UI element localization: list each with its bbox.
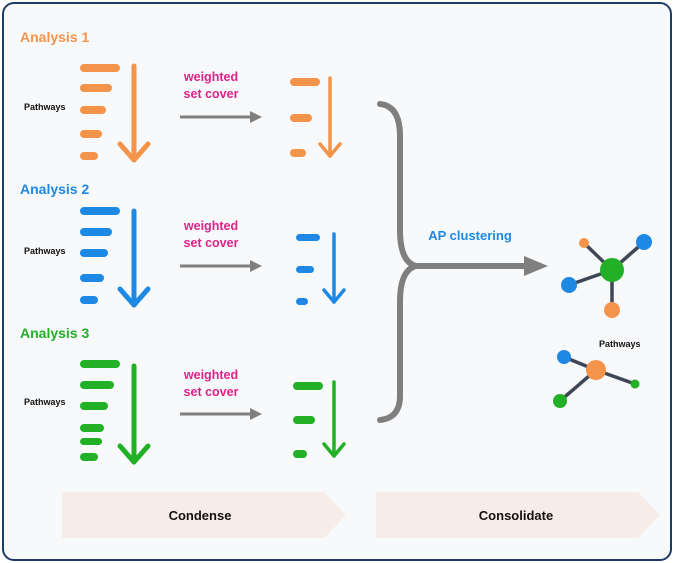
analysis-2-title: Analysis 2 xyxy=(20,181,89,197)
pathway-bar xyxy=(80,152,98,160)
pathway-bar xyxy=(290,149,306,157)
method-2-arrow xyxy=(180,260,262,272)
pathway-bar xyxy=(290,78,320,86)
analysis-3-reduced-bars xyxy=(293,382,323,458)
pathway-bar xyxy=(80,130,102,138)
clustering-arrow xyxy=(414,256,548,276)
analysis-2-reduced-arrow xyxy=(322,232,346,304)
analysis-2-bars xyxy=(80,207,120,304)
analysis-3-group: Analysis 3 Pathways weighted set cover xyxy=(20,325,346,465)
network-node xyxy=(604,302,620,318)
method-2-line1: weighted xyxy=(183,219,238,233)
analysis-3-title: Analysis 3 xyxy=(20,325,89,341)
analysis-1-reduced-arrow xyxy=(318,76,342,158)
method-2-line2: set cover xyxy=(184,236,239,250)
analysis-1-title: Analysis 1 xyxy=(20,29,89,45)
pathway-bar xyxy=(80,84,112,92)
analysis-1-group: Analysis 1 Pathways weighted set cover xyxy=(20,29,342,163)
analysis-3-bars xyxy=(80,360,120,461)
pathway-bar xyxy=(80,228,112,236)
method-1-line2: set cover xyxy=(184,87,239,101)
pipeline-diagram: Condense Consolidate Analysis 1 Pathways… xyxy=(20,29,660,538)
pathway-bar xyxy=(296,234,320,241)
pathway-bar xyxy=(80,207,120,215)
network-node xyxy=(579,238,589,248)
pathway-bar xyxy=(293,450,307,458)
method-3-line2: set cover xyxy=(184,385,239,399)
network-node xyxy=(561,277,577,293)
pathway-bar xyxy=(80,360,120,368)
condense-label: Condense xyxy=(169,508,232,523)
method-3-line1: weighted xyxy=(183,368,238,382)
method-1-line1: weighted xyxy=(183,70,238,84)
analysis-1-bars xyxy=(80,64,120,160)
pathway-bar xyxy=(80,296,98,304)
pathway-bar xyxy=(296,266,314,273)
consolidate-label: Consolidate xyxy=(479,508,553,523)
pathway-bar xyxy=(80,453,98,461)
network-node xyxy=(630,379,640,389)
pathway-bar xyxy=(80,106,106,114)
network-hub-node xyxy=(600,258,624,282)
analysis-1-reduced-bars xyxy=(290,78,320,157)
clustering-label: AP clustering xyxy=(428,228,512,243)
analysis-1-pathways-label: Pathways xyxy=(24,102,66,112)
pathway-bar xyxy=(80,438,102,445)
analysis-3-pathways-label: Pathways xyxy=(24,397,66,407)
network-pathways-label: Pathways xyxy=(599,339,641,349)
analysis-1-down-arrow xyxy=(117,63,151,163)
analysis-3-reduced-arrow xyxy=(322,380,346,458)
analysis-2-pathways-label: Pathways xyxy=(24,246,66,256)
pathway-bar xyxy=(80,381,114,389)
analysis-2-reduced-bars xyxy=(296,234,320,305)
condense-banner xyxy=(62,492,346,538)
analysis-3-down-arrow xyxy=(117,363,151,465)
network-node xyxy=(636,234,652,250)
pathway-bar xyxy=(296,298,308,305)
method-3-arrow xyxy=(180,408,262,420)
network-hub-node xyxy=(586,360,606,380)
analysis-2-down-arrow xyxy=(117,208,151,308)
consolidate-brace xyxy=(377,101,419,423)
pathway-bar xyxy=(80,249,108,257)
pathway-network-1 xyxy=(561,234,652,318)
pathway-bar xyxy=(80,424,104,432)
network-node xyxy=(557,350,571,364)
pathway-bar xyxy=(290,114,312,122)
pathway-bar xyxy=(80,274,104,282)
analysis-2-group: Analysis 2 Pathways weighted set cover xyxy=(20,181,346,308)
pathway-bar xyxy=(80,64,120,72)
consolidate-banner xyxy=(376,492,660,538)
pathway-bar xyxy=(293,416,315,424)
network-node xyxy=(553,394,567,408)
method-1-arrow xyxy=(180,111,262,123)
pathway-bar xyxy=(80,402,108,410)
pathway-network-2 xyxy=(553,350,640,408)
pathway-bar xyxy=(293,382,323,390)
